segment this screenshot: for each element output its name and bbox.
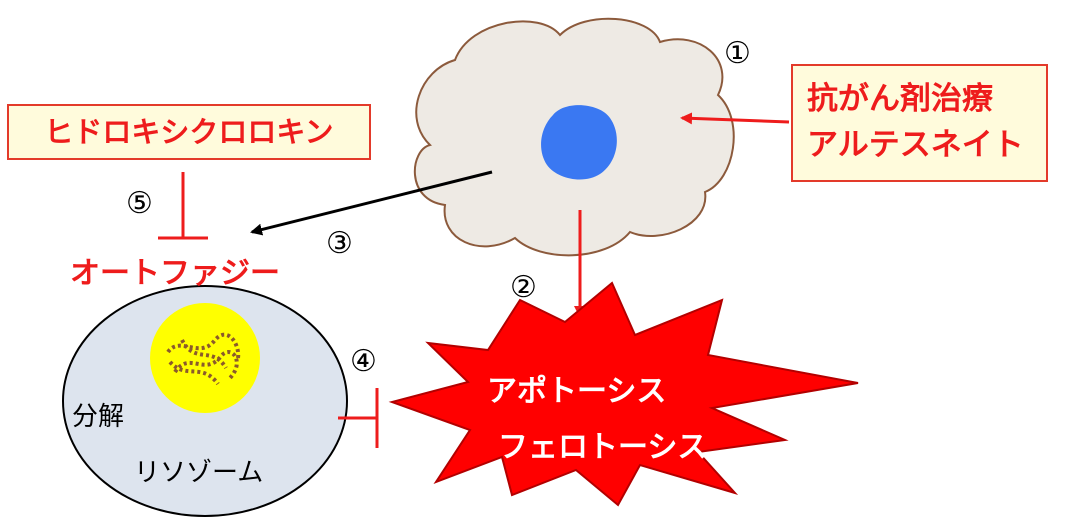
autophagy-label: オートファジー <box>70 256 280 291</box>
autophagy-induction-arrow <box>250 170 493 236</box>
degradation-label: 分解 <box>72 402 125 432</box>
apoptosis-label: アポトーシス <box>487 374 667 409</box>
step-number-3: ③ <box>326 226 353 261</box>
treatment-line-1: 抗がん剤治療 <box>807 81 993 117</box>
step-number-4: ④ <box>350 344 377 379</box>
treatment-label: 抗がん剤治療 アルテスネイト <box>791 64 1048 182</box>
lysosome-label: リソゾーム <box>134 458 264 488</box>
step-number-5: ⑤ <box>126 186 153 221</box>
autophagy-cargo <box>166 332 241 386</box>
step-number-1: ① <box>724 36 751 71</box>
cell-death-burst <box>388 281 859 507</box>
ferroptosis-label: フェロトーシス <box>498 430 708 465</box>
nucleus <box>541 105 617 180</box>
step-number-2: ② <box>510 270 537 305</box>
autophagosome <box>150 303 260 413</box>
treatment-line-2: アルテスネイト <box>807 127 1024 163</box>
hydroxychloroquine-label: ヒドロキシクロロキン <box>7 104 371 160</box>
treatment-arrow <box>680 112 790 125</box>
